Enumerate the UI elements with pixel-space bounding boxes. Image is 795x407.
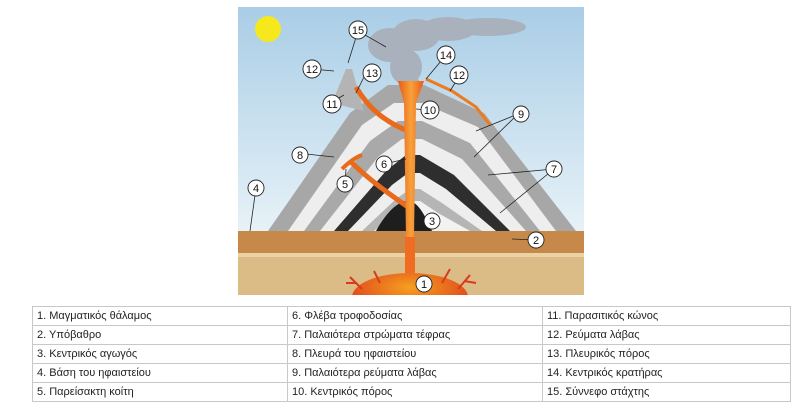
legend-table: 1. Μαγματικός θάλαμος 6. Φλέβα τροφοδοσί… (32, 306, 791, 402)
svg-text:10: 10 (424, 105, 436, 117)
lateral-vent (353, 85, 409, 134)
legend-cell: 8. Πλευρά του ηφαιστείου (287, 344, 543, 364)
legend-row: 4. Βάση του ηφαιστείου 9. Παλαιότερα ρεύ… (32, 363, 791, 383)
svg-text:6: 6 (381, 159, 387, 171)
legend-row: 5. Παρείσακτη κοίτη 10. Κεντρικός πόρος … (32, 382, 791, 402)
legend-cell: 4. Βάση του ηφαιστείου (32, 363, 288, 383)
legend-row: 1. Μαγματικός θάλαμος 6. Φλέβα τροφοδοσί… (32, 306, 791, 326)
legend-cell: 9. Παλαιότερα ρεύματα λάβας (287, 363, 543, 383)
callout-2: 2 (527, 231, 545, 249)
central-vent (398, 81, 424, 239)
intrusion-mound (376, 200, 432, 231)
callout-9: 9 (512, 105, 530, 123)
legend-cell: 6. Φλέβα τροφοδοσίας (287, 306, 543, 326)
callout-11: 11 (322, 94, 342, 114)
svg-text:15: 15 (352, 25, 364, 37)
callout-8: 8 (291, 146, 309, 164)
legend-cell: 10. Κεντρικός πόρος (287, 382, 543, 402)
callout-1: 1 (415, 275, 433, 293)
callout-4: 4 (247, 179, 265, 197)
svg-text:5: 5 (342, 179, 348, 191)
svg-text:8: 8 (297, 150, 303, 162)
callout-5: 5 (336, 175, 354, 193)
svg-text:11: 11 (326, 99, 337, 111)
svg-text:9: 9 (518, 109, 524, 121)
callout-12-left: 12 (302, 59, 322, 79)
legend-cell: 13. Πλευρικός πόρος (542, 344, 791, 364)
feeder-vein (348, 159, 410, 210)
legend-cell: 5. Παρείσακτη κοίτη (32, 382, 288, 402)
legend-cell: 15. Σύννεφο στάχτης (542, 382, 791, 402)
legend-cell: 2. Υπόβαθρο (32, 325, 288, 345)
svg-text:14: 14 (440, 50, 452, 62)
sun-icon (255, 16, 281, 42)
conduit-lower (405, 237, 415, 273)
intrusive-sill (340, 153, 363, 171)
volcano-diagram: 1 2 3 4 5 6 7 8 9 10 11 12 (238, 7, 584, 295)
callout-14: 14 (436, 45, 456, 65)
callout-15: 15 (348, 20, 368, 40)
legend-cell: 7. Παλαιότερα στρώματα τέφρας (287, 325, 543, 345)
legend-cell: 14. Κεντρικός κρατήρας (542, 363, 791, 383)
callout-10: 10 (420, 100, 440, 120)
callout-3: 3 (423, 212, 441, 230)
magma-veins (346, 268, 477, 290)
svg-text:7: 7 (551, 164, 557, 176)
svg-text:3: 3 (429, 216, 435, 228)
callout-7: 7 (545, 160, 563, 178)
callout-13: 13 (362, 63, 382, 83)
svg-text:12: 12 (306, 64, 318, 76)
svg-text:13: 13 (366, 68, 378, 80)
svg-text:1: 1 (421, 279, 427, 291)
legend-cell: 1. Μαγματικός θάλαμος (32, 306, 288, 326)
legend-row: 3. Κεντρικός αγωγός 8. Πλευρά του ηφαιστ… (32, 344, 791, 364)
callout-6: 6 (375, 155, 393, 173)
svg-text:2: 2 (533, 235, 539, 247)
magma-chamber (352, 273, 468, 295)
callout-12-right: 12 (449, 65, 469, 85)
svg-text:12: 12 (453, 70, 465, 82)
svg-text:4: 4 (253, 183, 259, 195)
legend-row: 2. Υπόβαθρο 7. Παλαιότερα στρώματα τέφρα… (32, 325, 791, 345)
legend-cell: 11. Παρασιτικός κώνος (542, 306, 791, 326)
legend-cell: 12. Ρεύματα λάβας (542, 325, 791, 345)
legend-cell: 3. Κεντρικός αγωγός (32, 344, 288, 364)
lava-flow-right (425, 77, 492, 126)
